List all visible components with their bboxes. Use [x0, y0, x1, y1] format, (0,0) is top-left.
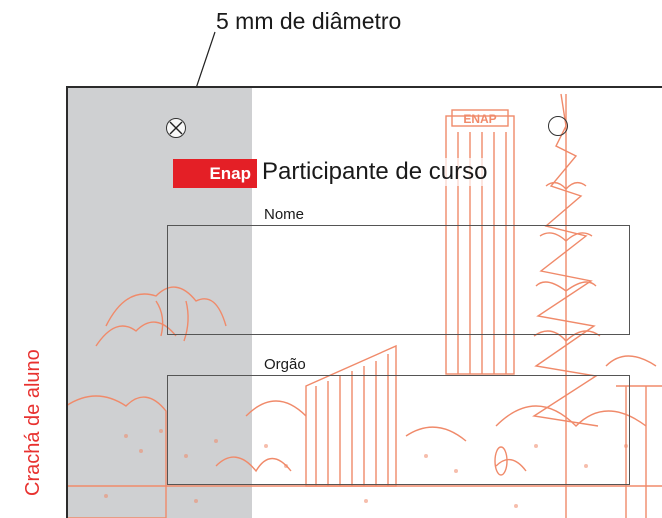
field-label-nome: Nome	[264, 206, 305, 223]
punch-hole-left	[166, 118, 186, 138]
name-field[interactable]	[167, 225, 630, 335]
side-label: Crachá de aluno	[22, 349, 44, 496]
brand-logo: Enap	[173, 159, 257, 188]
punch-hole-right	[548, 116, 568, 136]
campus-photo-illustration: ENAP	[66, 93, 662, 518]
building-sign-text: ENAP	[463, 112, 496, 126]
badge-title: Participante de curso	[262, 158, 488, 186]
badge-card: ENAP Enap Participante de curso Nome Org…	[66, 86, 662, 518]
gray-strip	[66, 86, 252, 518]
field-label-orgao: Orgão	[264, 356, 306, 373]
diameter-callout-text: 5 mm de diâmetro	[216, 8, 402, 34]
organ-field[interactable]	[167, 375, 630, 485]
close-icon	[169, 121, 183, 135]
